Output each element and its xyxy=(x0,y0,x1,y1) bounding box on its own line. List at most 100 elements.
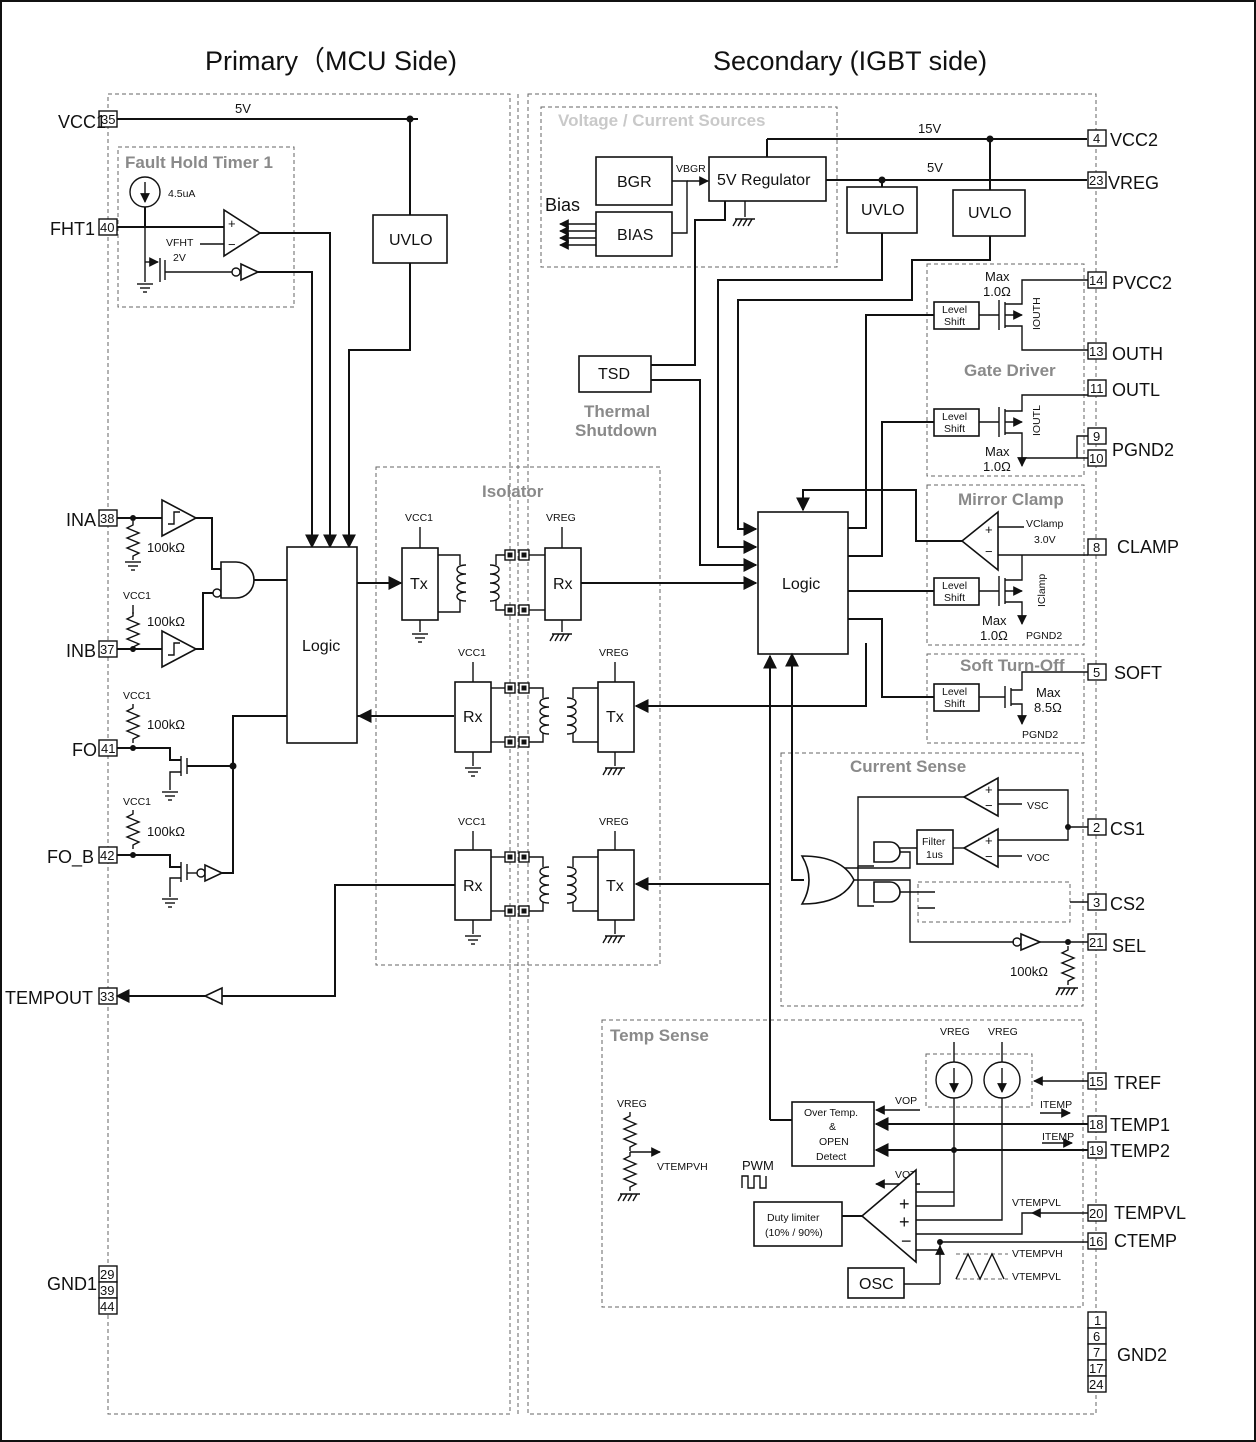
filter-label-1: Filter xyxy=(922,836,946,848)
pin-19-number: 19 xyxy=(1089,1143,1103,1158)
ot-line-3: OPEN xyxy=(819,1136,849,1148)
ina-res-label: 100kΩ xyxy=(147,540,185,555)
vsc-label: VSC xyxy=(1027,800,1049,812)
pin-37: 37 xyxy=(98,640,118,658)
pin-tempvl-label: TEMPVL xyxy=(1114,1203,1186,1223)
pin-3-number: 3 xyxy=(1093,895,1100,910)
outl-max: Max xyxy=(985,444,1010,459)
svg-text:+: + xyxy=(899,1212,910,1232)
vop-label: VOP xyxy=(895,1095,917,1107)
current-sense-title: Current Sense xyxy=(850,757,966,776)
itemp2-label: ITEMP xyxy=(1042,1131,1074,1143)
ch3-tx-label: Tx xyxy=(606,878,624,895)
outh-res: 1.0Ω xyxy=(983,284,1011,299)
pin-cs2-label: CS2 xyxy=(1110,894,1145,914)
inb-schmitt-buffer xyxy=(161,629,198,669)
ch2-vcc1: VCC1 xyxy=(458,647,486,659)
ch1-rx xyxy=(544,547,582,621)
ls2-b: Shift xyxy=(944,423,965,435)
pin-8-number: 8 xyxy=(1093,540,1100,555)
pin-ina-label: INA xyxy=(66,510,96,530)
uvlo-primary xyxy=(372,214,448,264)
ls4-a: Level xyxy=(942,686,967,698)
soft-turnoff-section xyxy=(926,653,1085,744)
itemp1-label: ITEMP xyxy=(1040,1099,1072,1111)
pin-5: 5 xyxy=(1087,663,1107,681)
svg-text:+: + xyxy=(899,1194,910,1214)
soft-pgnd2: PGND2 xyxy=(1022,729,1058,741)
pin-cs1-label: CS1 xyxy=(1110,819,1145,839)
pin-42: 42 xyxy=(98,846,118,864)
input-and-gate xyxy=(220,561,255,599)
over-temp-block xyxy=(791,1101,875,1167)
vfht-label: VFHT xyxy=(166,237,194,249)
pin-14-number: 14 xyxy=(1089,273,1103,288)
pin-3: 3 xyxy=(1087,893,1107,911)
soft-turnoff-title: Soft Turn-Off xyxy=(960,656,1065,675)
osc-vl-label: VTEMPVL xyxy=(1012,1271,1061,1283)
pin-38: 38 xyxy=(98,509,118,527)
ina-schmitt-buffer xyxy=(161,498,198,538)
pin-40-number: 40 xyxy=(100,220,114,235)
duty-limiter-block xyxy=(753,1201,843,1247)
outh-max: Max xyxy=(985,269,1010,284)
fob-vcc1: VCC1 xyxy=(123,796,151,808)
pin-pgnd2-label: PGND2 xyxy=(1112,440,1174,460)
clamp-comparator xyxy=(960,510,999,572)
pin-21-number: 21 xyxy=(1089,935,1103,950)
osc-label: OSC xyxy=(859,1276,894,1293)
pin-20: 20 xyxy=(1087,1204,1107,1222)
pin-pvcc2-label: PVCC2 xyxy=(1112,273,1172,293)
pin-8: 8 xyxy=(1087,538,1107,556)
ioutl-label: IOUTL xyxy=(1031,405,1043,436)
ls1-a: Level xyxy=(942,304,967,316)
pin-10: 10 xyxy=(1087,449,1107,467)
pin-42-number: 42 xyxy=(100,848,114,863)
clamp-pgnd2: PGND2 xyxy=(1026,630,1062,642)
primary-die xyxy=(107,93,511,1415)
mirror-clamp-section xyxy=(926,484,1085,646)
pin-tempout-label: TEMPOUT xyxy=(5,988,93,1008)
tempvl-in-label: VTEMPVL xyxy=(1012,1197,1061,1209)
pin-23: 23 xyxy=(1087,171,1107,189)
pin-15: 15 xyxy=(1087,1072,1107,1090)
vclamp-label: VClamp xyxy=(1026,518,1064,530)
soft-max: Max xyxy=(1036,685,1061,700)
pin-inb-label: INB xyxy=(66,641,96,661)
ch3-tx xyxy=(597,849,635,921)
ch2-vreg: VREG xyxy=(599,647,629,659)
uvlo-vcc2-label: UVLO xyxy=(968,205,1012,222)
primary-logic xyxy=(286,546,358,744)
ch1-rx-label: Rx xyxy=(553,576,573,593)
pin-35: 35 xyxy=(98,110,118,128)
pin-41: 41 xyxy=(98,739,118,757)
tempvh-vreg: VREG xyxy=(617,1098,647,1110)
ls2-a: Level xyxy=(942,411,967,423)
pin-16-number: 16 xyxy=(1089,1234,1103,1249)
uvlo-vreg-label: UVLO xyxy=(861,202,905,219)
pin-19: 19 xyxy=(1087,1141,1107,1159)
primary-5v-label: 5V xyxy=(235,101,251,116)
svg-text:−: − xyxy=(228,237,236,252)
pin-11: 11 xyxy=(1087,379,1107,397)
pin-18: 18 xyxy=(1087,1115,1107,1133)
soft-res: 8.5Ω xyxy=(1034,700,1062,715)
vfht-value: 2V xyxy=(173,252,186,264)
pin-fht1-label: FHT1 xyxy=(50,219,95,239)
gate-driver-title: Gate Driver xyxy=(964,361,1056,380)
vclamp-value: 3.0V xyxy=(1034,534,1056,546)
ls3-a: Level xyxy=(942,580,967,592)
ch2-tx-label: Tx xyxy=(606,709,624,726)
bias-block xyxy=(595,211,673,257)
gnd2-pin-7: 7 xyxy=(1093,1345,1100,1360)
thermal-label-2: Shutdown xyxy=(575,421,657,440)
gnd1-pin-39: 39 xyxy=(100,1283,114,1298)
isolator-section xyxy=(375,466,661,966)
pin-14: 14 xyxy=(1087,271,1107,289)
clamp-res: 1.0Ω xyxy=(980,628,1008,643)
gate-driver-section xyxy=(926,263,1085,477)
pin-fo-label: FO xyxy=(72,740,97,760)
tsd-label: TSD xyxy=(598,366,630,383)
pin-23-number: 23 xyxy=(1089,173,1103,188)
